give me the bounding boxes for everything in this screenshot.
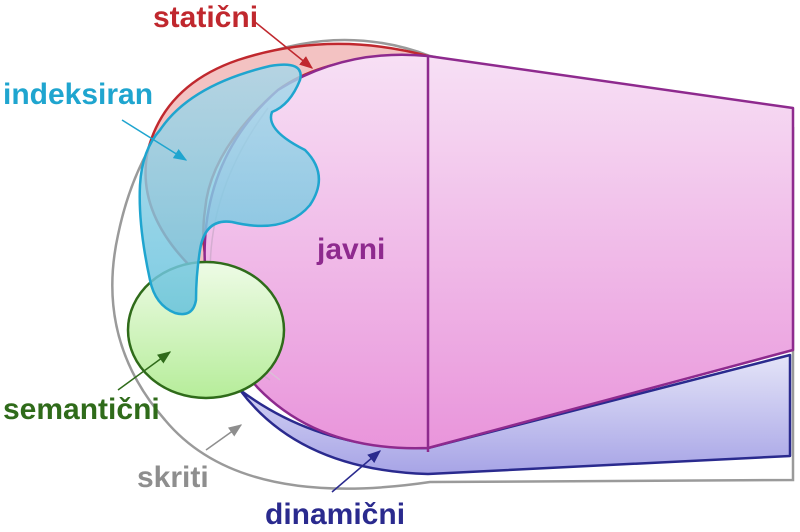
staticni-label: statični (153, 1, 259, 34)
indeksiran-label: indeksiran (3, 78, 154, 111)
semanticni-arrow (117, 351, 172, 391)
dinamicni-region (238, 353, 792, 476)
semanticni-label: semantični (3, 393, 160, 426)
dinamicni-label: dinamični (265, 498, 406, 531)
dinamicni-arrow (331, 450, 382, 493)
indeksiran-arrow (121, 119, 188, 161)
skriti-label: skriti (137, 461, 209, 494)
skriti-arrow (205, 424, 243, 451)
indeksiran-region (138, 63, 321, 316)
javni-label: javni (317, 233, 386, 266)
javni-region (203, 53, 795, 450)
staticni-arrow (254, 21, 314, 69)
